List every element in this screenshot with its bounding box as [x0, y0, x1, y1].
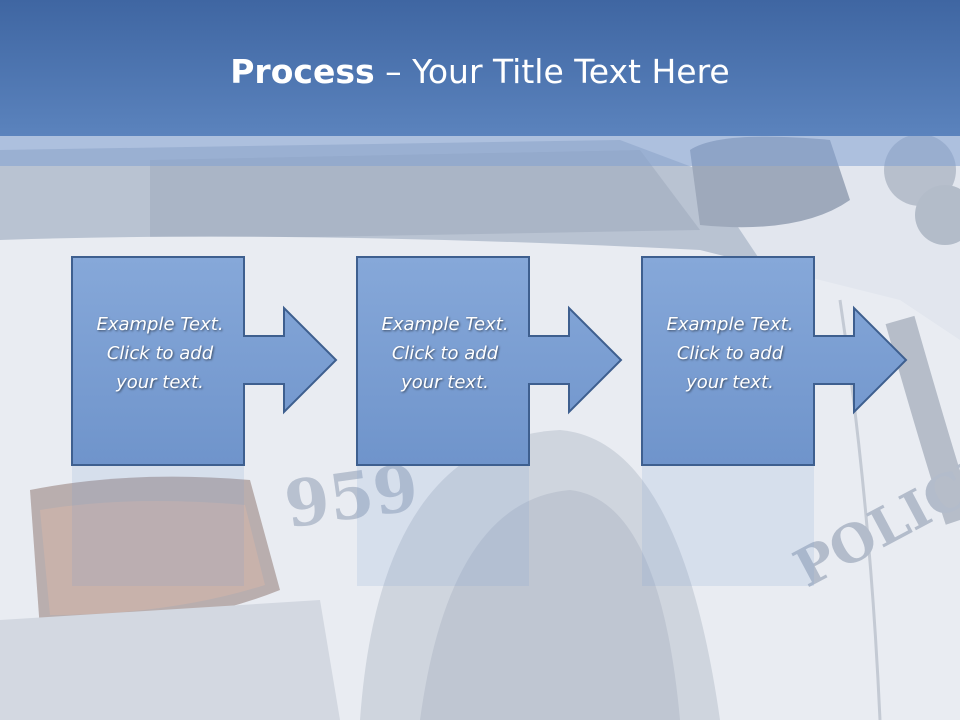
- step-line-3: your text.: [401, 372, 489, 393]
- slide-title-bold: Process: [230, 52, 375, 91]
- title-accent-strip: [0, 136, 960, 166]
- step-line-3: your text.: [116, 372, 204, 393]
- step-line-1: Example Text.: [666, 314, 794, 335]
- step-text: Example Text. Click to add your text.: [360, 310, 530, 397]
- step-arrow-shape: [641, 256, 908, 466]
- step-line-1: Example Text.: [381, 314, 509, 335]
- step-text: Example Text. Click to add your text.: [75, 310, 245, 397]
- step-line-3: your text.: [686, 372, 774, 393]
- step-line-2: Click to add: [676, 343, 784, 364]
- step-line-2: Click to add: [106, 343, 214, 364]
- step-arrow-shape: [71, 256, 338, 466]
- step-text: Example Text. Click to add your text.: [645, 310, 815, 397]
- step-3-reflection: [641, 466, 911, 586]
- process-step-3[interactable]: Example Text. Click to add your text.: [641, 256, 911, 468]
- step-2-reflection: [356, 466, 626, 586]
- step-line-2: Click to add: [391, 343, 499, 364]
- slide-title[interactable]: Process – Your Title Text Here: [0, 52, 960, 91]
- step-arrow-shape: [356, 256, 623, 466]
- process-step-1[interactable]: Example Text. Click to add your text.: [71, 256, 341, 468]
- step-line-1: Example Text.: [96, 314, 224, 335]
- slide-title-rest: – Your Title Text Here: [374, 52, 730, 91]
- title-bar: [0, 0, 960, 136]
- step-1-reflection: [71, 466, 341, 586]
- process-step-2[interactable]: Example Text. Click to add your text.: [356, 256, 626, 468]
